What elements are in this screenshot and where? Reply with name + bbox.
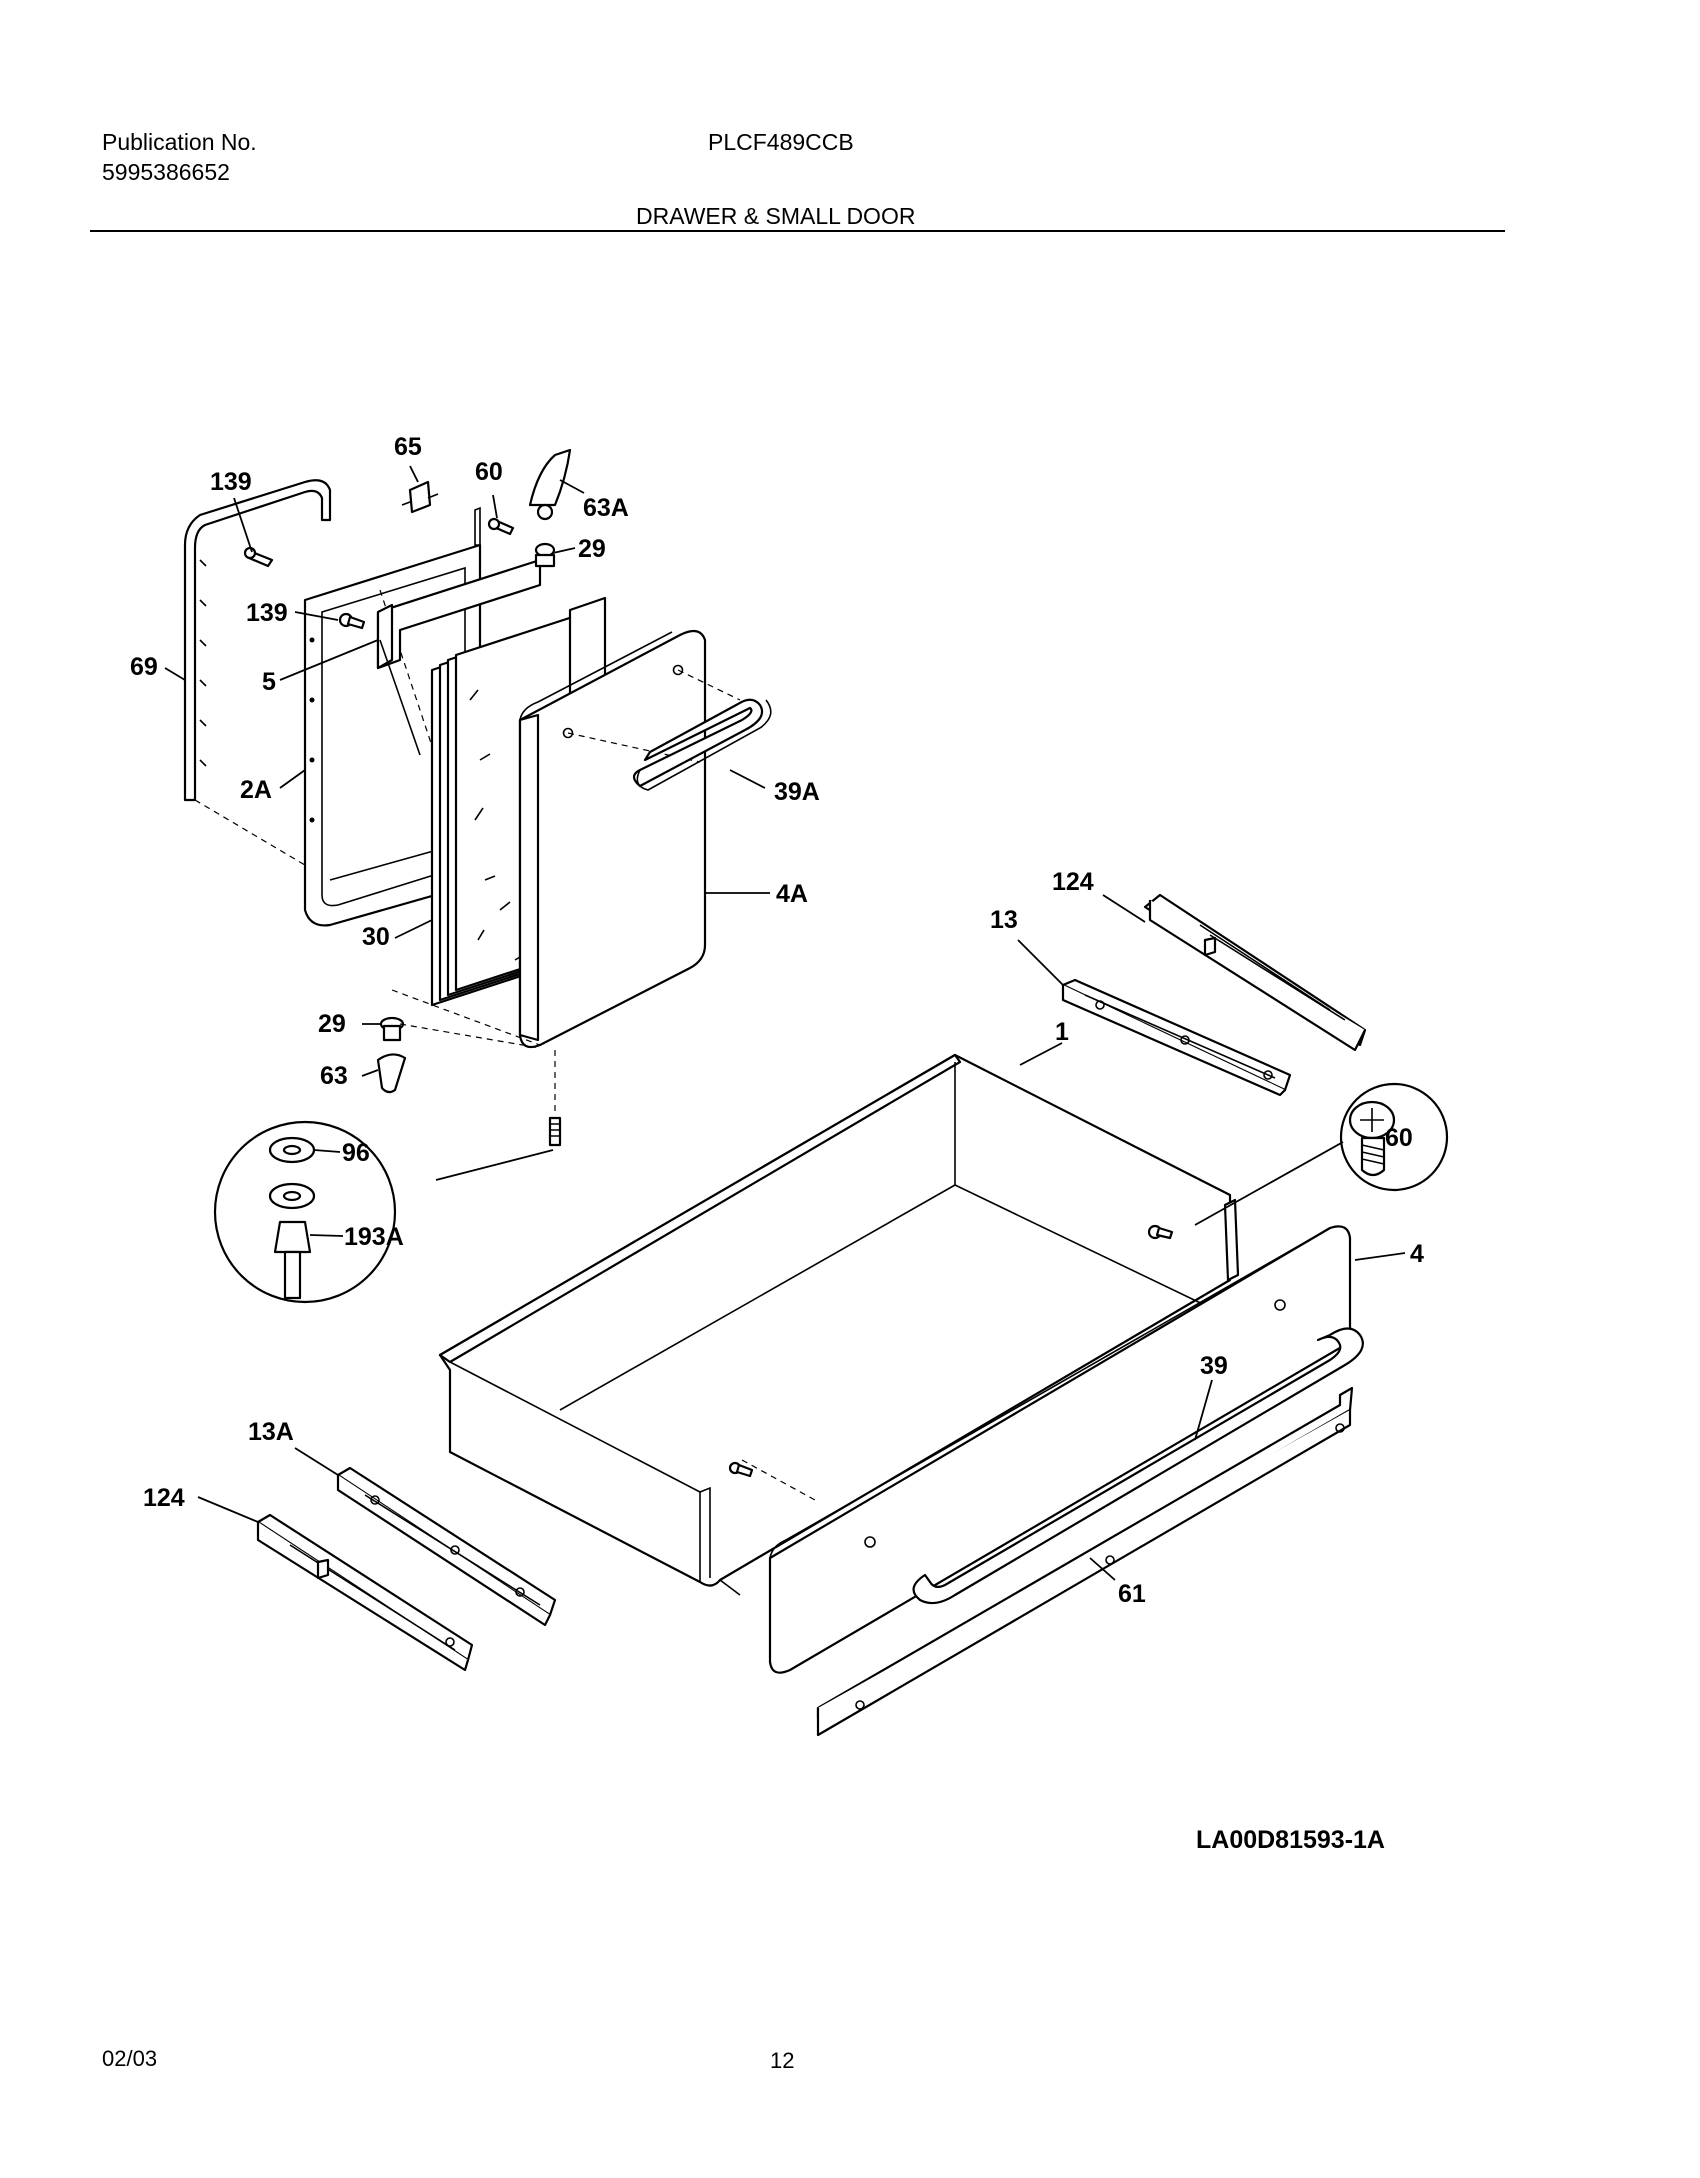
door-handle-39A: [632, 698, 772, 791]
callout-1: 1: [1055, 1018, 1069, 1046]
washer-29-top: [534, 542, 556, 568]
callout-39: 39: [1200, 1352, 1228, 1380]
drawer-box-1: [438, 1053, 1240, 1596]
callout-60-detail: 60: [1385, 1124, 1413, 1152]
model-number: PLCF489CCB: [708, 129, 854, 155]
footer-page-number: 12: [770, 2048, 795, 2073]
drawer-glide-124-right: [1143, 893, 1367, 1052]
callout-124-top: 124: [1052, 868, 1094, 896]
callout-39A: 39A: [774, 778, 820, 806]
publication-number: 5995386652: [102, 159, 230, 185]
leader-lines: [164, 465, 1406, 1581]
footer-date: 02/03: [102, 2046, 158, 2071]
callout-29-bottom: 29: [318, 1010, 346, 1038]
callout-30: 30: [362, 923, 390, 951]
callout-13: 13: [990, 906, 1018, 934]
drawer-trim-61: [816, 1386, 1354, 1737]
callout-65: 65: [394, 433, 422, 461]
callout-69: 69: [130, 653, 158, 681]
callout-4A: 4A: [776, 880, 808, 908]
drawer-slide-13A: [336, 1466, 557, 1627]
drawer-slide-13: [1061, 978, 1292, 1097]
outer-door-panel-4A: [518, 629, 741, 1049]
header-rule: [90, 230, 1505, 232]
door-stop-63A: [528, 448, 572, 521]
screw-60-top: [487, 517, 515, 536]
callout-61: 61: [1118, 1580, 1146, 1608]
screw-139-top: [243, 546, 274, 568]
callout-124-bottom: 124: [143, 1484, 185, 1512]
callout-96: 96: [342, 1139, 370, 1167]
callout-4: 4: [1410, 1240, 1424, 1268]
callout-193A: 193A: [344, 1223, 404, 1251]
callout-139-mid: 139: [246, 599, 288, 627]
drawer-glide-124-left: [256, 1513, 474, 1672]
publication-label: Publication No.: [102, 129, 257, 155]
callout-2A: 2A: [240, 776, 272, 804]
screw-139-mid: [338, 612, 366, 630]
callout-5: 5: [262, 668, 276, 696]
screw-60-drawer: [1147, 1224, 1174, 1240]
detail-circle-fasteners: [213, 1120, 554, 1304]
screw-stack-lower: [548, 1116, 562, 1147]
drawer-handle-39: [912, 1327, 1364, 1605]
callout-29-top: 29: [578, 535, 606, 563]
door-gasket-69: [183, 479, 332, 869]
screw-detail-circle-60: [1194, 1082, 1449, 1226]
section-title: DRAWER & SMALL DOOR: [636, 203, 916, 229]
callout-13A: 13A: [248, 1418, 294, 1446]
callout-139-top: 139: [210, 468, 252, 496]
hinge-clip-65: [401, 480, 439, 514]
diagram-reference-code: LA00D81593-1A: [1196, 1826, 1385, 1854]
washer-29-bottom: [379, 1016, 405, 1042]
callout-60-top: 60: [475, 458, 503, 486]
callout-63: 63: [320, 1062, 348, 1090]
screw-drawer-front: [728, 1461, 754, 1478]
callout-63A: 63A: [583, 494, 629, 522]
door-stop-63: [376, 1053, 407, 1094]
